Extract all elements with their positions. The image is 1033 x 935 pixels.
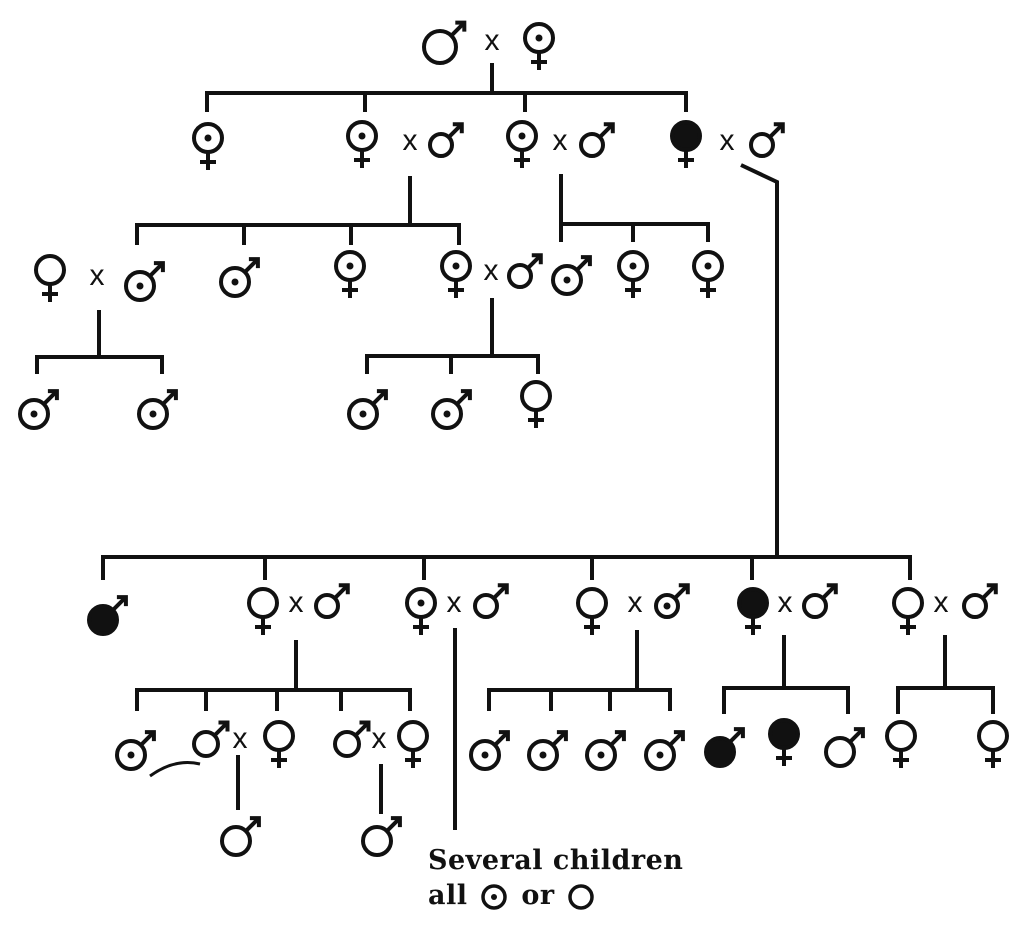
male-dot-symbol bbox=[347, 389, 388, 430]
cross-mark: x bbox=[553, 124, 568, 157]
female-dot-symbol bbox=[192, 122, 224, 170]
male-open-symbol bbox=[749, 122, 785, 158]
cross-mark: x bbox=[289, 586, 304, 619]
male-dot-symbol bbox=[18, 389, 59, 430]
female-dot-symbol bbox=[617, 250, 649, 298]
note-or-label: or bbox=[521, 880, 555, 911]
female-open-symbol bbox=[892, 587, 924, 635]
female-filled-symbol bbox=[737, 587, 769, 635]
cross-mark: x bbox=[484, 254, 499, 287]
male-open-symbol bbox=[962, 583, 998, 619]
dotted-circle-icon bbox=[481, 883, 508, 910]
male-open-symbol bbox=[473, 583, 509, 619]
female-open-symbol bbox=[263, 720, 295, 768]
female-filled-symbol bbox=[768, 718, 800, 766]
female-open-symbol bbox=[576, 587, 608, 635]
cross-mark: x bbox=[934, 586, 949, 619]
several-children-note: Several children bbox=[428, 845, 683, 876]
male-open-symbol bbox=[192, 720, 230, 758]
cross-mark: x bbox=[372, 722, 387, 755]
male-dot-symbol bbox=[654, 583, 690, 619]
male-open-symbol bbox=[220, 816, 261, 857]
female-dot-symbol bbox=[405, 587, 437, 635]
male-open-symbol bbox=[824, 727, 865, 768]
female-dot-symbol bbox=[346, 120, 378, 168]
note-all-label: all bbox=[428, 880, 468, 911]
female-dot-symbol bbox=[440, 250, 472, 298]
several-children-note-line-2: all or bbox=[428, 880, 598, 912]
male-dot-symbol bbox=[527, 730, 568, 771]
male-dot-symbol bbox=[137, 389, 178, 430]
pencil-mark bbox=[149, 761, 201, 778]
note-line-1: Several children bbox=[428, 845, 684, 876]
female-filled-symbol bbox=[670, 120, 702, 168]
male-filled-symbol bbox=[87, 595, 128, 636]
female-dot-symbol bbox=[523, 22, 555, 70]
male-dot-symbol bbox=[551, 255, 592, 296]
male-dot-symbol bbox=[431, 389, 472, 430]
female-dot-symbol bbox=[334, 250, 366, 298]
cross-mark: x bbox=[485, 24, 500, 57]
male-dot-symbol bbox=[124, 261, 165, 302]
female-dot-symbol bbox=[506, 120, 538, 168]
male-dot-symbol bbox=[585, 730, 626, 771]
male-open-symbol bbox=[802, 583, 838, 619]
female-open-symbol bbox=[885, 720, 917, 768]
male-dot-symbol bbox=[115, 730, 156, 771]
male-open-symbol bbox=[422, 20, 467, 65]
male-dot-symbol bbox=[219, 257, 260, 298]
male-open-symbol bbox=[507, 253, 543, 289]
female-open-symbol bbox=[520, 380, 552, 428]
female-open-symbol bbox=[977, 720, 1009, 768]
male-open-symbol bbox=[361, 816, 402, 857]
pedigree-line bbox=[740, 163, 779, 557]
open-circle-icon bbox=[568, 883, 595, 910]
male-dot-symbol bbox=[644, 730, 685, 771]
male-open-symbol bbox=[428, 122, 464, 158]
male-open-symbol bbox=[333, 720, 371, 758]
female-open-symbol bbox=[247, 587, 279, 635]
cross-mark: x bbox=[233, 722, 248, 755]
male-filled-symbol bbox=[704, 727, 745, 768]
cross-mark: x bbox=[720, 124, 735, 157]
cross-mark: x bbox=[778, 586, 793, 619]
female-dot-symbol bbox=[692, 250, 724, 298]
cross-mark: x bbox=[628, 586, 643, 619]
female-open-symbol bbox=[397, 720, 429, 768]
male-open-symbol bbox=[314, 583, 350, 619]
female-open-symbol bbox=[34, 254, 66, 302]
cross-mark: x bbox=[403, 124, 418, 157]
male-dot-symbol bbox=[469, 730, 510, 771]
cross-mark: x bbox=[447, 586, 462, 619]
male-open-symbol bbox=[579, 122, 615, 158]
cross-mark: x bbox=[90, 259, 105, 292]
